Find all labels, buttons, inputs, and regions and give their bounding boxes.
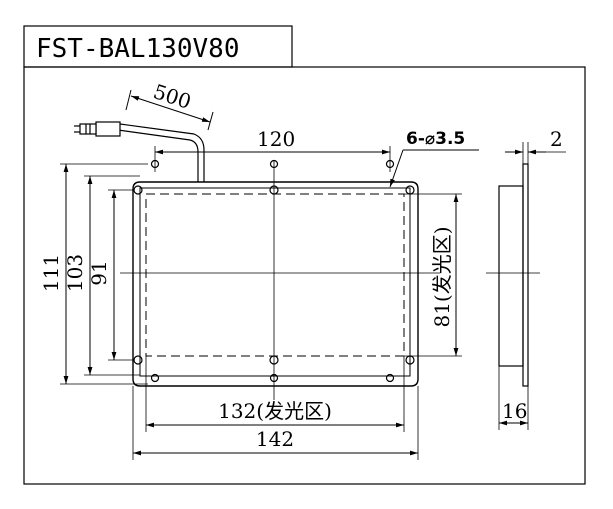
emit-height-dimension [404, 193, 462, 357]
holes-label: 6-⌀3.5 [406, 129, 465, 149]
holes-callout: 6-⌀3.5 [389, 129, 479, 188]
height-inner-label: 91 [87, 260, 111, 285]
cable-length-label: 500 [150, 79, 194, 114]
width-total-label: 142 [256, 427, 294, 451]
drawing-frame [23, 66, 586, 485]
side-view [486, 163, 540, 387]
emitting-area [145, 193, 405, 357]
thickness-dimension [505, 142, 566, 164]
title-box [23, 25, 293, 68]
hole-spacing-label: 120 [257, 127, 295, 151]
cable-length-dimension: 500 [125, 79, 214, 131]
light-plate [132, 181, 419, 387]
depth-dimension [498, 366, 529, 430]
emit-width-label: 132(发光区) [218, 399, 332, 423]
thickness-label: 2 [550, 127, 563, 151]
emit-height-label: 81(发光区) [430, 226, 454, 327]
center-lines [120, 160, 440, 400]
height-outer-label: 103 [63, 254, 87, 292]
hole-spacing-dimension: 120 [155, 127, 390, 155]
height-total-label: 111 [39, 254, 63, 292]
height-dimensions [60, 163, 148, 385]
model-title: FST-BAL130V80 [36, 34, 240, 64]
cable [74, 121, 205, 182]
width-dimensions [132, 356, 419, 460]
depth-label: 16 [502, 399, 527, 423]
